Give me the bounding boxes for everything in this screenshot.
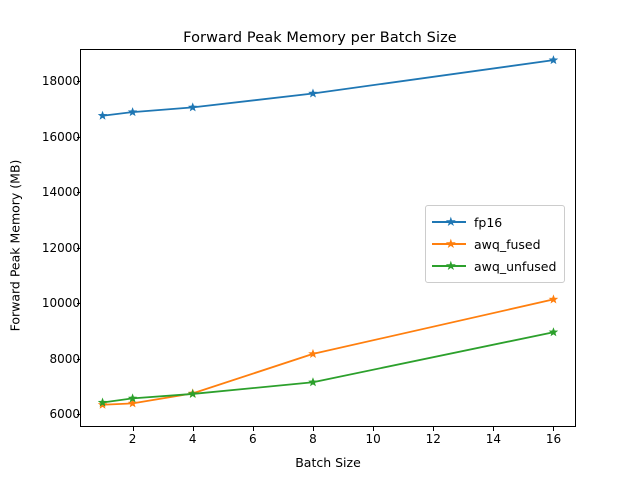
y-tick-mark bbox=[76, 136, 80, 138]
legend-item-label: awq_unfused bbox=[474, 258, 557, 274]
y-tick-mark bbox=[76, 192, 80, 194]
x-tick-label: 10 bbox=[365, 432, 381, 446]
x-tick-label: 2 bbox=[128, 432, 137, 446]
legend-swatch-icon: ★ bbox=[432, 259, 466, 273]
x-axis-label: Batch Size bbox=[295, 455, 361, 470]
x-tick-label: 4 bbox=[188, 432, 197, 446]
y-tick-mark bbox=[76, 358, 80, 360]
y-tick-label: 16000 bbox=[41, 129, 80, 144]
y-tick-mark bbox=[76, 247, 80, 249]
y-tick-label: 8000 bbox=[49, 351, 80, 366]
plot-area bbox=[80, 49, 576, 427]
y-tick-mark bbox=[76, 414, 80, 416]
data-point-marker bbox=[308, 348, 318, 358]
y-axis-tick-labels: 6000 8000 10000 12000 14000 16000 18000 bbox=[0, 49, 80, 427]
x-tick-mark bbox=[493, 427, 495, 431]
x-tick-label: 8 bbox=[309, 432, 317, 446]
y-tick-label: 12000 bbox=[41, 240, 80, 255]
x-tick-mark bbox=[252, 427, 254, 431]
data-point-marker bbox=[97, 110, 108, 120]
legend-item-awq_unfused[interactable]: ★ awq_unfused bbox=[432, 255, 558, 277]
x-tick-label: 6 bbox=[249, 432, 257, 446]
data-point-marker bbox=[187, 388, 198, 398]
data-point-marker bbox=[548, 55, 559, 65]
y-tick-label: 10000 bbox=[41, 296, 80, 311]
data-point-marker bbox=[308, 88, 318, 98]
y-axis-tick-marks bbox=[76, 49, 81, 427]
legend[interactable]: ★ fp16 ★ awq_fused ★ awq_unfused bbox=[425, 205, 565, 283]
data-point-marker bbox=[548, 294, 559, 304]
page-title: Forward Peak Memory per Batch Size bbox=[183, 30, 457, 46]
y-tick-label: 6000 bbox=[49, 407, 80, 422]
x-tick-label: 12 bbox=[425, 432, 441, 446]
y-tick-mark bbox=[76, 80, 80, 82]
data-point-marker bbox=[127, 398, 138, 408]
x-axis-ticks: 2 4 6 8 10 12 14 16 bbox=[80, 427, 576, 449]
legend-item-label: awq_fused bbox=[474, 236, 541, 252]
series-layer bbox=[97, 55, 559, 409]
data-point-marker bbox=[127, 393, 138, 403]
x-tick-mark bbox=[433, 427, 435, 431]
y-tick-label: 14000 bbox=[41, 185, 80, 200]
y-tick-mark bbox=[76, 303, 80, 305]
legend-swatch-icon: ★ bbox=[432, 237, 466, 251]
data-point-marker bbox=[127, 107, 138, 117]
x-tick-mark bbox=[312, 427, 314, 431]
legend-item-fp16[interactable]: ★ fp16 bbox=[432, 211, 558, 233]
legend-item-awq_fused[interactable]: ★ awq_fused bbox=[432, 233, 558, 255]
y-tick-label: 18000 bbox=[41, 73, 80, 88]
x-tick-label: 16 bbox=[545, 432, 562, 446]
data-point-marker bbox=[187, 102, 198, 112]
series-awq_unfused bbox=[97, 327, 559, 407]
x-tick-label: 14 bbox=[485, 432, 501, 446]
x-tick-mark bbox=[373, 427, 375, 431]
series-line bbox=[102, 298, 554, 406]
data-point-marker bbox=[97, 397, 108, 407]
chart-figure: Forward Peak Memory per Batch Size Forwa… bbox=[0, 30, 576, 470]
series-awq_fused bbox=[97, 294, 559, 409]
data-point-marker bbox=[308, 377, 318, 387]
x-tick-mark bbox=[192, 427, 194, 431]
series-line bbox=[102, 59, 554, 117]
x-tick-mark bbox=[132, 427, 134, 431]
legend-swatch-icon: ★ bbox=[432, 215, 466, 229]
data-point-marker bbox=[548, 327, 559, 337]
series-line bbox=[102, 331, 554, 404]
series-fp16 bbox=[97, 55, 559, 120]
x-tick-mark bbox=[553, 427, 555, 431]
legend-item-label: fp16 bbox=[474, 214, 503, 230]
